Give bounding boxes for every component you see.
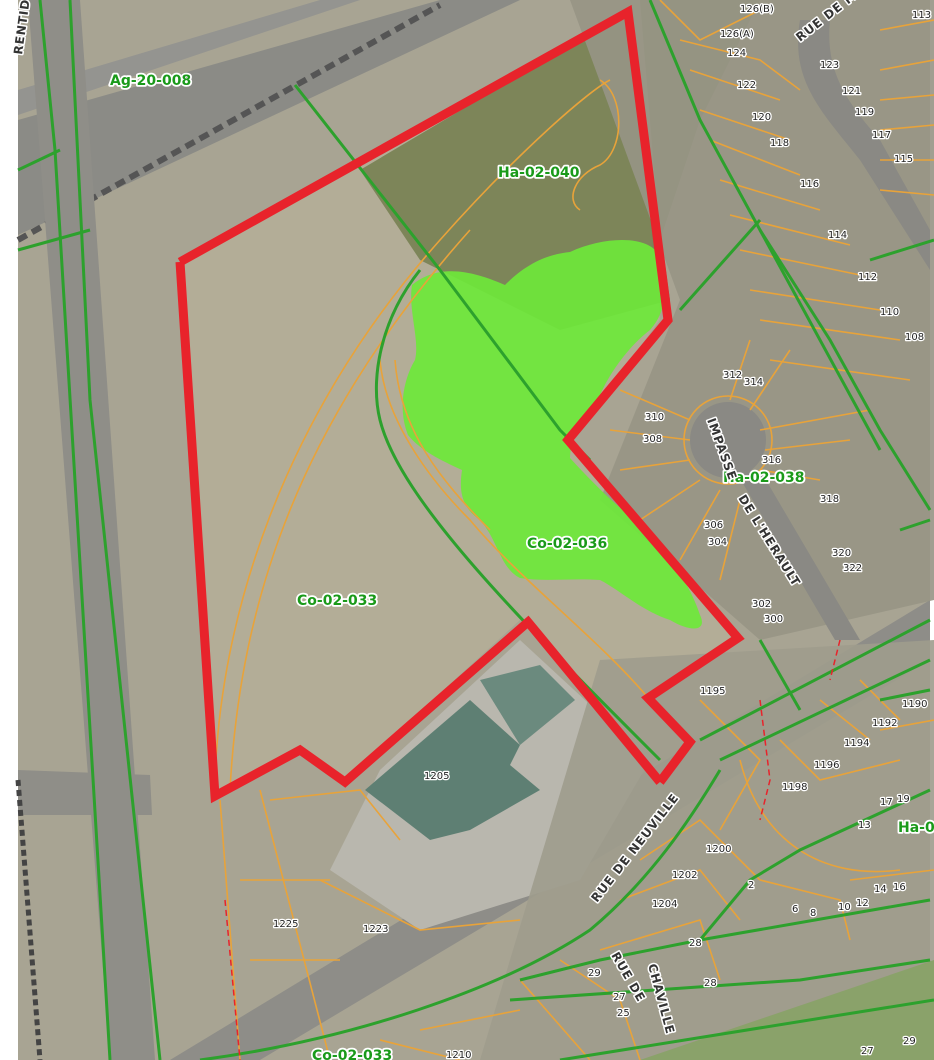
lot-label: 12: [856, 898, 869, 909]
lot-label: 1223: [363, 924, 388, 935]
lot-label: 316: [762, 455, 781, 466]
lot-label: 302: [752, 599, 771, 610]
lot-label: 121: [842, 86, 861, 97]
lot-label: 118: [770, 138, 789, 149]
lot-label: 2: [748, 880, 754, 891]
zone-label-co-02-033-bottom: Co-02-033: [312, 1048, 392, 1060]
cross-road: [18, 770, 152, 815]
zone-label-ha-02-038: Ha-02-038: [723, 470, 805, 486]
lot-label: 19: [897, 794, 910, 805]
lot-label: 126(A): [720, 29, 754, 40]
lot-label: 120: [752, 112, 771, 123]
lot-label: 114: [828, 230, 847, 241]
map-margin: [0, 0, 18, 1060]
lot-label: 1190: [902, 699, 927, 710]
lot-label: 318: [820, 494, 839, 505]
wetland-area: [402, 240, 702, 629]
lot-label: 122: [737, 80, 756, 91]
zone-lines: [15, 0, 934, 1060]
highway-ramp: [18, 0, 360, 115]
lot-label: 13: [858, 820, 871, 831]
highway: [18, 0, 520, 235]
lot-label: 17: [880, 797, 893, 808]
lot-label: 116: [800, 179, 819, 190]
lot-label: 16: [893, 882, 906, 893]
lot-lines: [214, 0, 934, 1060]
lot-label: 123: [820, 60, 839, 71]
lot-label: 25: [617, 1008, 630, 1019]
lot-label: 1205: [424, 771, 449, 782]
lot-label: 320: [832, 548, 851, 559]
lot-label: 113: [912, 10, 931, 21]
lot-label: 310: [645, 412, 664, 423]
lot-label: 312: [723, 370, 742, 381]
lot-label: 300: [764, 614, 783, 625]
limit-lines: [224, 639, 841, 1060]
residential-area: [570, 0, 934, 640]
lot-label: 119: [855, 107, 874, 118]
lot-label: 306: [704, 520, 723, 531]
building-1205-wing: [480, 665, 575, 745]
lot-label: 1210: [446, 1050, 471, 1060]
lot-label: 1198: [782, 782, 807, 793]
building-1205: [365, 700, 540, 840]
lot-label: 124: [727, 48, 746, 59]
lot-label: 27: [861, 1046, 874, 1057]
zone-labels: Ag-20-008 Ha-02-040 Ha-02-038 Co-02-036 …: [108, 71, 934, 1060]
lot-label: 117: [872, 130, 891, 141]
project-boundary: [177, 4, 745, 785]
lot-label: 115: [894, 154, 913, 165]
lot-label: 29: [588, 968, 601, 979]
impasse-road: [735, 470, 860, 640]
lot-label: 10: [838, 902, 851, 913]
lot-label: 8: [810, 908, 816, 919]
residential-area-south: [480, 640, 934, 1060]
lot-label: 304: [708, 537, 727, 548]
lot-label: 1195: [700, 686, 725, 697]
rue-de-m-road: [798, 20, 930, 270]
lot-label: 1225: [273, 919, 298, 930]
lot-label: 1192: [872, 718, 897, 729]
lot-label: 110: [880, 307, 899, 318]
project-boundary-south: [175, 261, 664, 804]
lot-label: 28: [704, 978, 717, 989]
lot-label: 14: [874, 884, 887, 895]
lot-label: 6: [792, 904, 798, 915]
lot-label: 29: [903, 1036, 916, 1047]
lot-label: 1200: [706, 844, 731, 855]
zone-label-ha-02-040: Ha-02-040: [498, 165, 580, 181]
lot-label: 108: [905, 332, 924, 343]
lot-label: 27: [613, 992, 626, 1003]
lot-label: 28: [689, 938, 702, 949]
zone-label-co-02-036: Co-02-036: [527, 536, 607, 552]
zone-label-ha-0-edge: Ha-0: [898, 820, 934, 836]
lot-label: 126(B): [740, 4, 774, 15]
zone-label-co-02-033: Co-02-033: [297, 593, 377, 609]
lot-label: 1204: [652, 899, 677, 910]
zone-label-ag-20-008: Ag-20-008: [110, 73, 191, 89]
lot-labels: 126(B) 126(A) 124 122 120 118 116 114 11…: [272, 3, 933, 1060]
lot-label: 1202: [672, 870, 697, 881]
lot-label: 1196: [814, 760, 839, 771]
lot-label: 308: [643, 434, 662, 445]
lot-label: 314: [744, 377, 763, 388]
lot-label: 1194: [844, 738, 869, 749]
lot-label: 112: [858, 272, 877, 283]
cul-de-sac: [690, 402, 766, 478]
lot-label: 322: [843, 563, 862, 574]
